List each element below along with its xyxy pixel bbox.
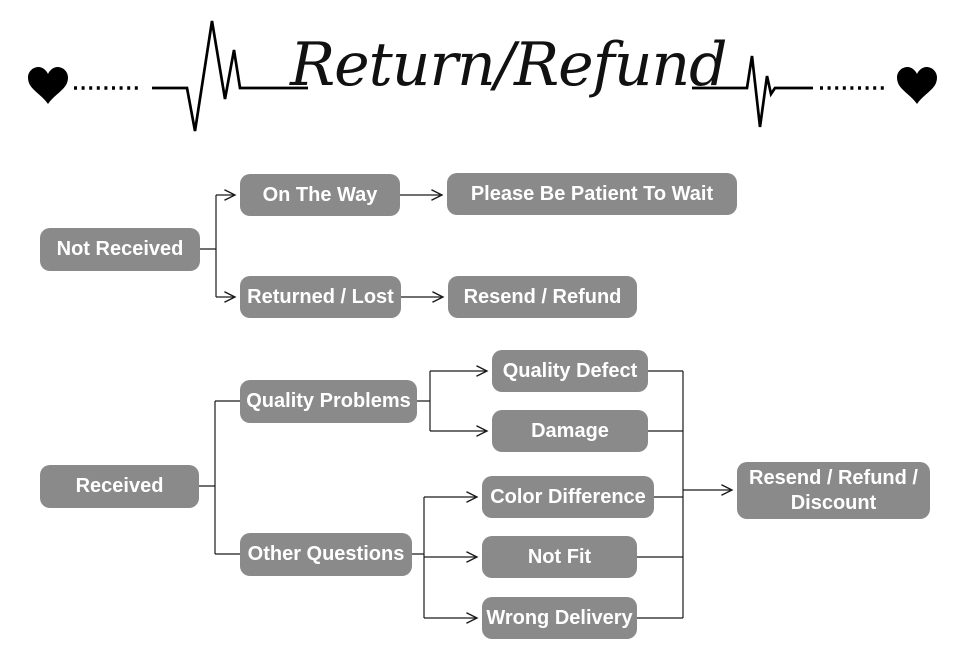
node-on-the-way: On The Way [240, 174, 400, 216]
node-quality-problems: Quality Problems [240, 380, 417, 423]
node-received: Received [40, 465, 199, 508]
node-resend-refund-discount: Resend / Refund / Discount [737, 462, 930, 519]
heart-icon [28, 67, 68, 104]
page-title: Return/Refund [290, 30, 728, 100]
node-other-questions: Other Questions [240, 533, 412, 576]
node-damage: Damage [492, 410, 648, 452]
node-wrong-delivery: Wrong Delivery [482, 597, 637, 639]
heart-icon [897, 67, 937, 104]
node-please-be-patient: Please Be Patient To Wait [447, 173, 737, 215]
node-color-difference: Color Difference [482, 476, 654, 518]
heartbeat-header-graphic [28, 20, 937, 132]
node-not-received: Not Received [40, 228, 200, 271]
node-quality-defect: Quality Defect [492, 350, 648, 392]
ekg-line-icon [692, 55, 813, 128]
node-not-fit: Not Fit [482, 536, 637, 578]
ekg-line-icon [152, 20, 308, 132]
node-returned-lost: Returned / Lost [240, 276, 401, 318]
node-resend-refund: Resend / Refund [448, 276, 637, 318]
